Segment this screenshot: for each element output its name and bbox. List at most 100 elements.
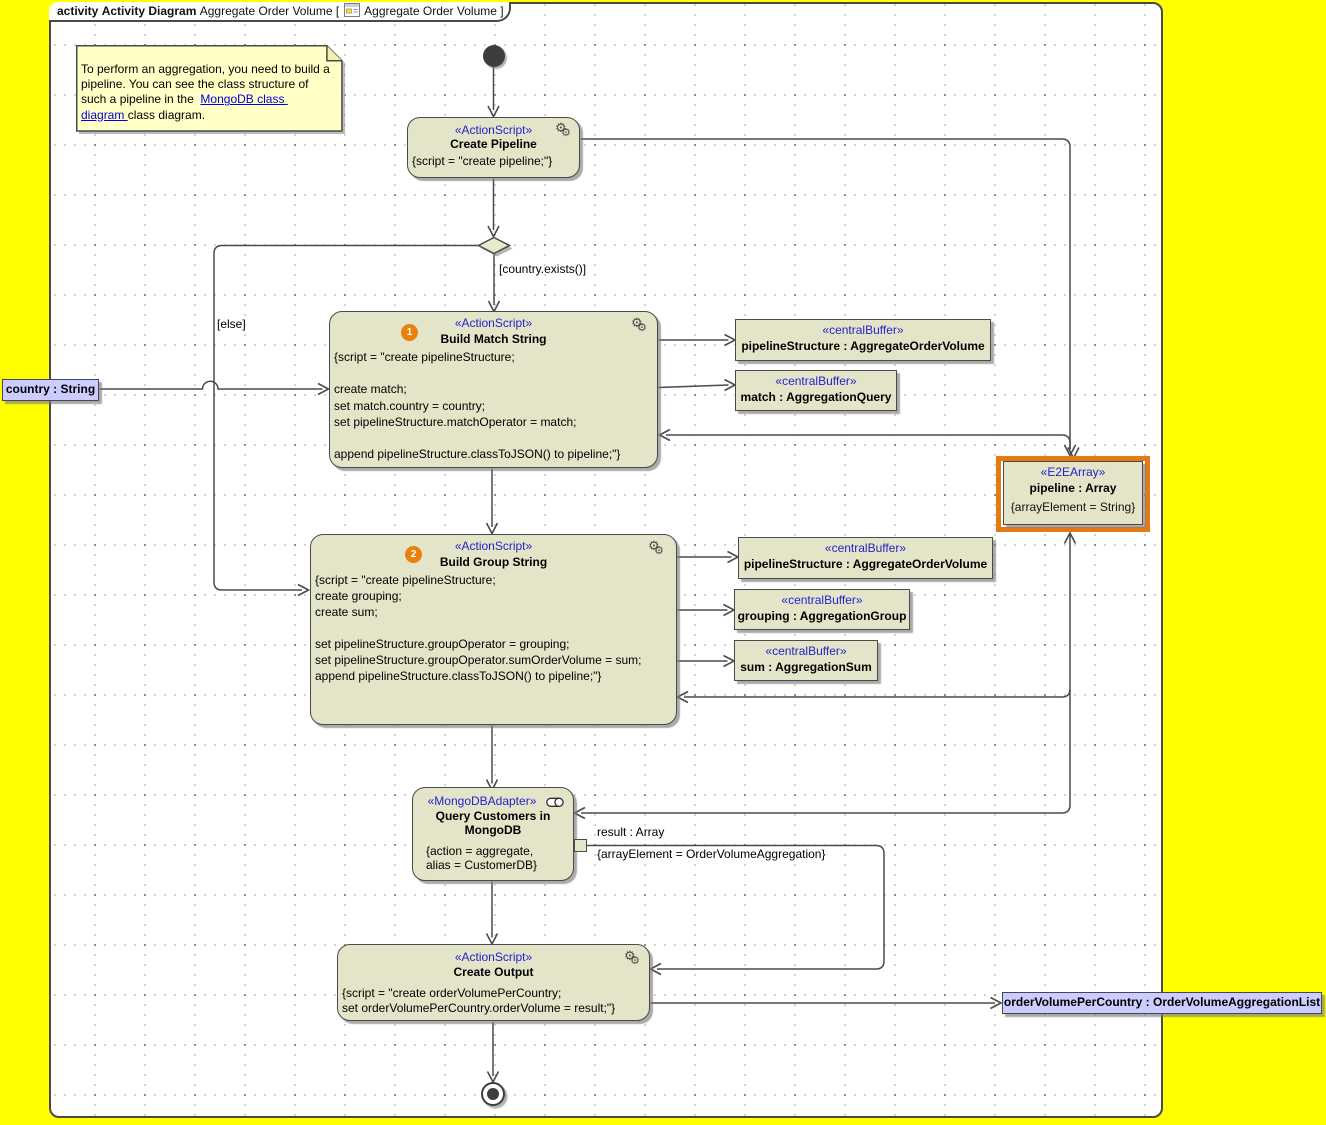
object-name: pipeline : Array <box>1029 481 1117 495</box>
buffer-match[interactable]: «centralBuffer» match : AggregationQuery <box>735 370 897 411</box>
action-create-output[interactable]: «ActionScript» Create Output {script = "… <box>337 944 650 1021</box>
result-constraint-label[interactable]: {arrayElement = OrderVolumeAggregation} <box>597 847 826 861</box>
text-line: set pipelineStructure.groupOperator.sumO… <box>315 653 642 667</box>
note-fold <box>326 45 342 62</box>
flow-decision-else-to-build-group[interactable] <box>213 244 479 591</box>
guard-else[interactable]: [else] <box>217 317 246 331</box>
guard-country-exists[interactable]: [country.exists()] <box>499 262 587 276</box>
stereotype-label: «centralBuffer» <box>765 644 847 658</box>
arrowhead <box>487 225 500 239</box>
action-build-group-string[interactable]: 2 «ActionScript» Build Group String {scr… <box>310 534 677 725</box>
text-line: {action = aggregate, <box>426 844 534 858</box>
result-output-pin[interactable] <box>574 839 587 852</box>
arrowhead <box>675 690 689 704</box>
action-build-match-string[interactable]: 1 «ActionScript» Build Match String {scr… <box>329 311 658 468</box>
stereotype-label: «centralBuffer» <box>822 323 904 337</box>
stereotype-label: «E2EArray» <box>1040 465 1106 479</box>
final-node-core <box>487 1088 499 1100</box>
text-line: set pipelineStructure.groupOperator = gr… <box>315 637 570 651</box>
note-line: To perform an aggregation, you need to b… <box>81 62 330 76</box>
arrowhead <box>1063 444 1077 458</box>
arrowhead <box>317 382 331 396</box>
object-constraint: {arrayElement = String} <box>1010 500 1136 514</box>
mongodb-class-diagram-link[interactable]: MongoDB class <box>200 92 288 107</box>
buffer-sum[interactable]: «centralBuffer» sum : AggregationSum <box>734 640 878 681</box>
flow-result-to-create-output[interactable] <box>587 844 885 970</box>
mongodb-class-diagram-link[interactable]: diagram <box>81 107 128 122</box>
param-order-volume-per-country[interactable]: orderVolumePerCountry : OrderVolumeAggre… <box>1002 992 1322 1014</box>
result-pin-label[interactable]: result : Array <box>597 825 665 839</box>
action-name: Build Group String <box>439 555 548 569</box>
text-line: {script = "create orderVolumePerCountry; <box>342 986 562 1000</box>
text-line: set orderVolumePerCountry.orderVolume = … <box>342 1001 616 1015</box>
stereotype-label: «ActionScript» <box>454 539 533 553</box>
step-badge-2: 2 <box>405 546 422 563</box>
flow-pipeline-array-to-build-group[interactable] <box>684 532 1071 698</box>
frame-ref-name: Aggregate Order Volume ] <box>364 4 504 18</box>
text-line <box>334 430 620 446</box>
decision-node[interactable] <box>476 236 512 255</box>
stereotype-label: «ActionScript» <box>454 316 533 330</box>
text-line: create match; <box>334 382 407 397</box>
text-line: create sum; <box>315 605 378 619</box>
flow-build-match-to-match[interactable] <box>658 384 729 389</box>
note-body <box>76 45 343 132</box>
note-line: such a pipeline in the MongoDB class <box>81 92 330 107</box>
stereotype-label: «centralBuffer» <box>824 541 907 555</box>
action-create-pipeline[interactable]: «ActionScript» Create Pipeline {script =… <box>407 117 580 178</box>
object-pipeline-array[interactable]: «E2EArray» pipeline : Array {arrayElemen… <box>1003 461 1143 525</box>
note-line: diagram class diagram. <box>81 108 330 123</box>
note-line3-text: such a pipeline in the <box>81 92 201 107</box>
arrowhead <box>485 522 499 536</box>
buffer-name: sum : AggregationSum <box>740 660 872 674</box>
gears-icon: ⚙⚙ <box>555 121 571 139</box>
text-line: set match.country = country; <box>334 398 486 413</box>
flow-pipeline-array-to-build-match[interactable] <box>666 434 1071 449</box>
frame-type: Activity Diagram <box>101 4 197 18</box>
stereotype-label: «ActionScript» <box>454 123 533 137</box>
flow-pipeline-array-to-query-mongo[interactable] <box>581 690 1071 814</box>
text-line: append pipelineStructure.classToJSON() t… <box>315 669 602 683</box>
frame-tab: activity Activity Diagram Aggregate Orde… <box>49 2 511 22</box>
stereotype-label: «centralBuffer» <box>775 374 857 388</box>
selection-highlight <box>996 456 1150 532</box>
flow-create-pipeline-to-pipeline-array[interactable] <box>580 138 1071 450</box>
buffer-name: match : AggregationQuery <box>740 390 892 404</box>
arrowhead <box>990 996 1003 1010</box>
gears-icon: ⚙⚙ <box>648 539 664 557</box>
action-name: Create Output <box>453 965 534 979</box>
text-line: {script = "create pipeline;"} <box>412 154 553 168</box>
gears-icon: ⚙⚙ <box>631 316 647 334</box>
diagram-icon <box>344 2 361 20</box>
buffer-pipelinestructure-2[interactable]: «centralBuffer» pipelineStructure : Aggr… <box>738 537 993 579</box>
adapter-icon <box>546 797 566 811</box>
note-line4-text: class diagram. <box>127 107 206 122</box>
text-line: append pipelineStructure.classToJSON() t… <box>334 447 621 462</box>
buffer-pipelinestructure-1[interactable]: «centralBuffer» pipelineStructure : Aggr… <box>735 319 991 361</box>
action-name: Create Pipeline <box>450 137 537 151</box>
action-script-text: {script = "create pipelineStructure;crea… <box>315 572 642 684</box>
text-line: {script = "create pipelineStructure; <box>334 350 515 364</box>
flow-country-to-build-match[interactable] <box>99 380 323 390</box>
arrowhead <box>487 105 500 119</box>
note[interactable]: To perform an aggregation, you need to b… <box>76 45 346 135</box>
frame-kind-label: activity <box>57 4 99 18</box>
stereotype-label: «MongoDBAdapter» <box>427 794 537 808</box>
arrowhead <box>572 806 586 820</box>
initial-node[interactable] <box>483 45 505 67</box>
buffer-grouping[interactable]: «centralBuffer» grouping : AggregationGr… <box>734 589 910 630</box>
text-line <box>315 620 642 636</box>
action-script-text: {script = "create pipeline;"} <box>412 153 552 169</box>
step-badge-1: 1 <box>401 324 418 341</box>
frame-name: Aggregate Order Volume [ <box>199 4 340 18</box>
buffer-name: grouping : AggregationGroup <box>737 609 907 623</box>
stereotype-label: «ActionScript» <box>454 950 533 964</box>
final-node[interactable] <box>481 1082 505 1106</box>
param-country[interactable]: country : String <box>2 379 99 401</box>
note-line: pipeline. You can see the class structur… <box>81 77 309 92</box>
buffer-name: pipelineStructure : AggregateOrderVolume <box>743 557 988 571</box>
arrowhead <box>657 428 671 442</box>
